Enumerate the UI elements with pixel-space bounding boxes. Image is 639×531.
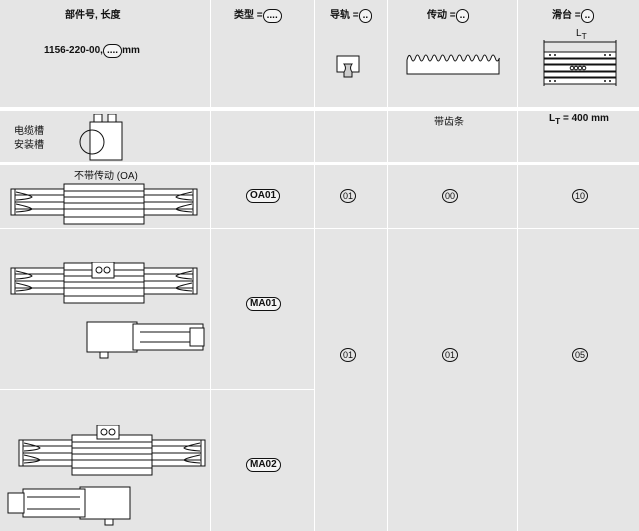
cell: [518, 229, 639, 531]
slide-dim-label: L: [576, 28, 582, 39]
rail-option-01-ma[interactable]: 01: [340, 348, 357, 362]
motor-ma01-drawing: [50, 262, 210, 372]
rail-input[interactable]: ..: [358, 9, 373, 23]
part-label: 部件号, 长度: [65, 10, 121, 21]
row-oa-title: 不带传动 (OA): [74, 171, 138, 182]
slide-option-10[interactable]: 10: [572, 189, 589, 203]
cell: [518, 111, 639, 162]
drive-label: 传动 =: [427, 10, 456, 21]
drive-input[interactable]: ..: [455, 9, 470, 23]
length-unit: mm: [122, 45, 140, 56]
part-number: 1156-220-00,....mm: [44, 44, 140, 58]
slide-option-05[interactable]: 05: [572, 348, 589, 362]
type-label: 类型 =: [234, 10, 263, 21]
type-input[interactable]: ....: [262, 9, 282, 23]
cell: [0, 229, 210, 389]
type-option-oa01[interactable]: OA01: [246, 189, 281, 203]
part-number-text: 1156-220-00,: [44, 45, 103, 56]
slide-dim-sub: T: [581, 31, 587, 41]
mounting-slot-label: 安装槽: [14, 140, 44, 151]
drive-option-00[interactable]: 00: [442, 189, 459, 203]
cell: [315, 229, 387, 531]
cell: [211, 111, 314, 162]
profile-cross-section-icon: [78, 114, 132, 162]
rail-option-01[interactable]: 01: [340, 189, 357, 203]
rack-icon: [405, 50, 501, 76]
cell: [315, 111, 387, 162]
type-option-ma02[interactable]: MA02: [246, 458, 281, 472]
length-input[interactable]: ....: [102, 44, 123, 58]
rack-description: 带齿条: [434, 117, 464, 128]
slide-input[interactable]: ..: [580, 9, 595, 23]
motor-ma02-drawing: [5, 425, 135, 531]
slide-length-label: L: [549, 113, 556, 124]
drive-option-01[interactable]: 01: [442, 348, 459, 362]
cell: [388, 229, 517, 531]
slide-length-value: = 400 mm: [562, 113, 609, 124]
rail-label: 导轨 =: [330, 10, 359, 21]
slide-length-sub: T: [555, 116, 561, 126]
cell-type: [211, 0, 314, 107]
cell-drive: [388, 0, 517, 107]
cable-channel-label: 电缆槽: [14, 126, 44, 137]
cell: [388, 111, 517, 162]
slide-label: 滑台 =: [552, 10, 581, 21]
linear-axis-ma02-drawing: [18, 434, 208, 478]
slide-plate-icon: [540, 38, 620, 88]
linear-axis-oa-drawing: [10, 183, 200, 227]
rail-profile-icon: [336, 55, 360, 79]
cell-rail: [315, 0, 387, 107]
type-option-ma01[interactable]: MA01: [246, 297, 281, 311]
